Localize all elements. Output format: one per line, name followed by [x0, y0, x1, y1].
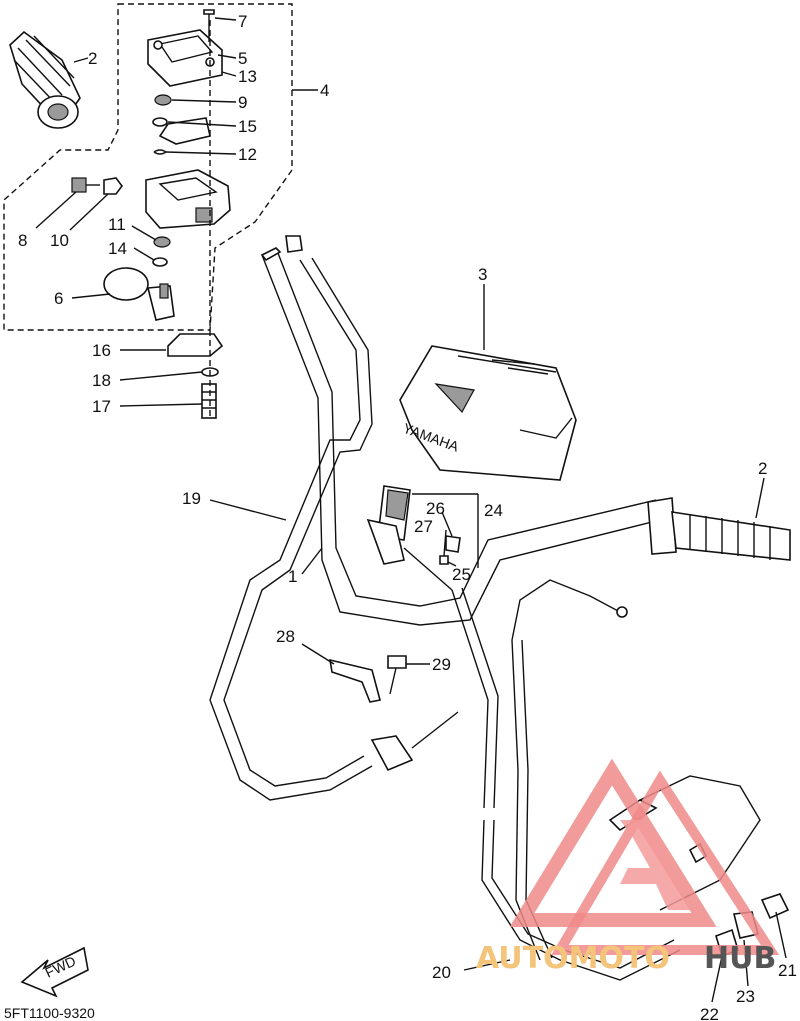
- part-code: 5FT1100-9320: [4, 1005, 95, 1021]
- callout-13: 13: [238, 67, 257, 86]
- callout-29: 29: [432, 655, 451, 674]
- leader-lines: [35, 17, 787, 1003]
- callout-21: 21: [778, 961, 797, 980]
- brake-switch-assembly: [366, 485, 461, 591]
- callout-25: 25: [452, 565, 471, 584]
- callout-16: 16: [92, 341, 111, 360]
- front-cover: YAMAHA: [399, 345, 577, 481]
- callout-26: 26: [426, 499, 445, 518]
- callout-14: 14: [108, 239, 127, 258]
- callout-12: 12: [238, 145, 257, 164]
- callout-2-right: 2: [758, 459, 767, 478]
- callout-3: 3: [478, 265, 487, 284]
- cover-screw: [203, 9, 215, 42]
- bracket-28: [329, 658, 381, 703]
- nut-9: [154, 94, 172, 106]
- switch-housing: [145, 169, 231, 229]
- handlebar: [260, 247, 661, 626]
- subassembly-boundary: [3, 3, 293, 331]
- spring-12: [153, 149, 168, 155]
- bolt-17: [201, 383, 217, 419]
- nut-10: [103, 177, 123, 195]
- callout-22: 22: [700, 1005, 719, 1021]
- right-grip: [647, 497, 791, 561]
- watermark-text-b: HUB: [704, 941, 776, 976]
- callout-10: 10: [50, 231, 69, 250]
- switch-cover: [147, 29, 223, 87]
- bolt-29: [387, 655, 407, 695]
- nut-11: [153, 236, 171, 248]
- washer-14: [152, 257, 168, 267]
- callout-5: 5: [238, 49, 247, 68]
- plate-15: [158, 117, 211, 145]
- watermark-text-a: AUTOMOTO: [476, 941, 670, 976]
- throttle-cable: [209, 235, 459, 801]
- callout-19: 19: [182, 489, 201, 508]
- callout-11: 11: [108, 215, 126, 234]
- callout-27: 27: [414, 517, 433, 536]
- automotohub-watermark: AUTOMOTO HUB: [476, 758, 780, 976]
- bolt-8: [71, 177, 100, 193]
- callout-20: 20: [432, 963, 451, 982]
- callout-9: 9: [238, 93, 247, 112]
- callout-7: 7: [238, 12, 247, 31]
- washer-15: [152, 117, 168, 127]
- callout-15: 15: [238, 117, 257, 136]
- callout-2-left: 2: [88, 49, 97, 68]
- callout-17: 17: [92, 397, 111, 416]
- callout-28: 28: [276, 627, 295, 646]
- callout-4: 4: [320, 81, 329, 100]
- callout-1: 1: [288, 567, 297, 586]
- callout-8: 8: [18, 231, 27, 250]
- callout-18: 18: [92, 371, 111, 390]
- callout-6: 6: [54, 289, 63, 308]
- callout-24: 24: [484, 501, 503, 520]
- left-grip: [9, 30, 81, 129]
- callout-23: 23: [736, 987, 755, 1006]
- clamp-16: [167, 333, 224, 357]
- switch-knob-6: [103, 267, 175, 321]
- fwd-arrow-icon: FWD: [20, 946, 89, 998]
